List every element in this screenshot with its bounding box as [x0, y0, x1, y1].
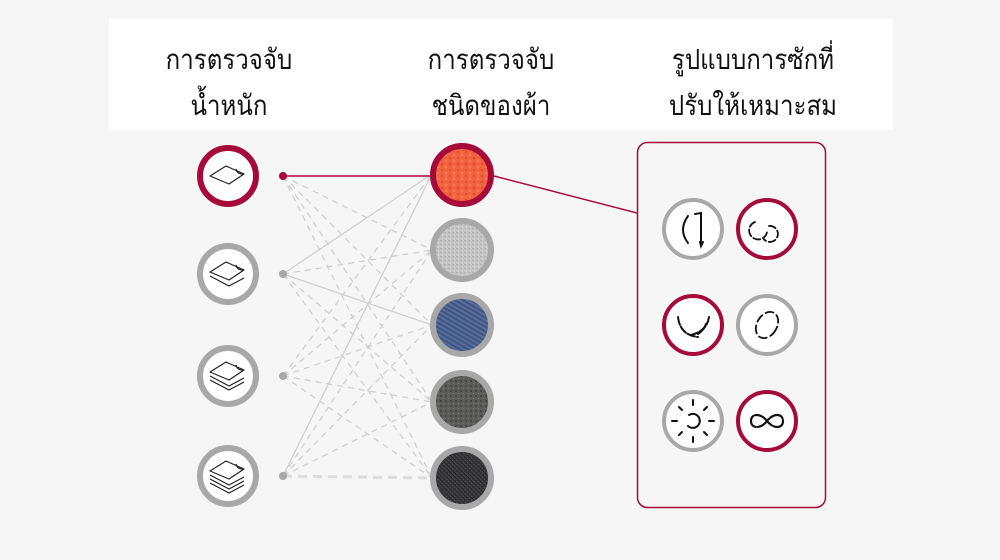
active-path — [283, 175, 638, 214]
fabric-swatch-dark-gray — [430, 370, 494, 434]
swing-motion-icon — [677, 316, 710, 338]
motion-title-line1: รูปแบบการซักที่ — [671, 43, 835, 76]
weight-level-4 — [197, 445, 259, 507]
rolling-motion-icon — [682, 211, 704, 249]
fabric-swatch-orange — [430, 143, 494, 207]
infinity-motion-icon — [749, 413, 785, 429]
fabric-swatch-charcoal — [430, 446, 494, 510]
weight-detection-title: การตรวจจับ น้ำหนัก — [117, 37, 341, 129]
weight-level-2 — [197, 243, 259, 305]
fabric-swatch-light-gray — [430, 218, 494, 282]
wash-motion-title: รูปแบบการซักที่ ปรับให้เหมาะสม — [641, 37, 865, 129]
tumble-circle — [736, 294, 798, 356]
swing-motion — [662, 294, 724, 356]
fabric-title-line1: การตรวจจับ — [427, 43, 555, 76]
weight-level-1 — [197, 145, 259, 207]
weight-level-3 — [197, 345, 259, 407]
scrubbing-spin — [662, 390, 724, 452]
double-laundry-stack-icon — [209, 261, 245, 287]
fabric-detection-title: การตรวจจับ ชนิดของผ้า — [379, 37, 603, 129]
connector-dot — [279, 372, 287, 380]
rolling-motion — [662, 198, 724, 260]
single-laundry-sheet-icon — [209, 165, 245, 185]
weight-title-line2: น้ำหนัก — [190, 89, 268, 122]
swing-rotation-icon — [748, 221, 779, 243]
fabric-swatch-blue-denim — [430, 293, 494, 357]
connector-dot-active — [279, 172, 287, 180]
swing-rotation — [736, 198, 798, 260]
weight-title-line1: การตรวจจับ — [165, 43, 293, 76]
header-panel: การตรวจจับ น้ำหนัก การตรวจจับ ชนิดของผ้า… — [109, 19, 893, 130]
connector-dot — [279, 270, 287, 278]
triple-laundry-stack-icon — [209, 361, 245, 391]
scrubbing-spin-icon — [671, 399, 715, 443]
motion-title-line2: ปรับให้เหมาะสม — [668, 89, 838, 122]
fabric-title-line2: ชนิดของผ้า — [431, 89, 551, 122]
connector-dot — [279, 472, 287, 480]
connection-lines — [282, 173, 433, 480]
quad-laundry-stack-icon — [209, 460, 245, 494]
infinity-motion — [736, 390, 798, 452]
tumble-circle-icon — [754, 310, 780, 340]
